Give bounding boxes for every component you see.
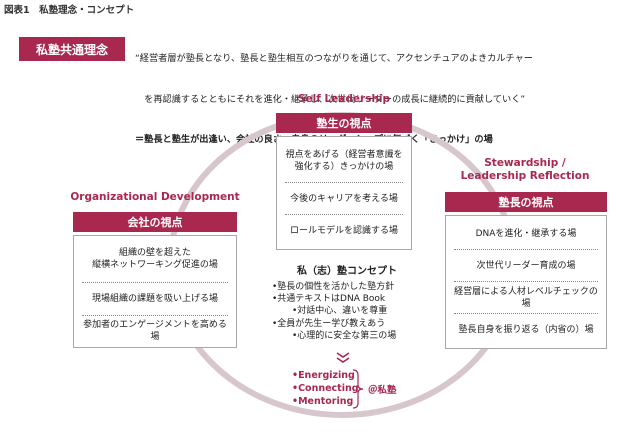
item-text: 次世代リーダー育成の場 bbox=[476, 261, 576, 271]
quote-line: “経営者層が塾長となり、塾長と塾生相互のつながりを通じて、アクセンチュアのよきカ… bbox=[135, 53, 533, 64]
list-item: 視点をあげる（経営者意識を 強化する）きっかけの場 bbox=[285, 145, 403, 177]
concept-item: •心理的に安全な第三の場 bbox=[292, 330, 397, 341]
list-item: 今後のキャリアを考える場 bbox=[285, 189, 403, 209]
divider bbox=[82, 315, 228, 316]
list-item: DNAを進化・継承する場 bbox=[454, 224, 598, 244]
student-perspective-title: Self Leadership bbox=[297, 93, 391, 105]
figure-title: 図表1 私塾理念・コンセプト bbox=[4, 5, 135, 16]
item-text: 組織の壁を超えた bbox=[118, 248, 191, 258]
list-item: 塾長自身を振り返る（内省の）場 bbox=[454, 320, 598, 340]
list-item: ロールモデルを認識する場 bbox=[285, 221, 403, 241]
concept-title: 私（志）塾コンセプト bbox=[297, 266, 397, 277]
company-perspective-title: Organizational Development bbox=[70, 191, 240, 203]
leader-perspective-box: DNAを進化・継承する場 次世代リーダー育成の場 経営層による人材レベルチェック… bbox=[445, 215, 607, 349]
student-perspective-header: 塾生の視点 bbox=[276, 113, 412, 133]
item-text: 縦横ネットワーキング促進の場 bbox=[92, 260, 218, 270]
leader-perspective-title: Stewardship / Leadership Reflection bbox=[440, 157, 610, 183]
item-text: ロールモデルを認識する場 bbox=[289, 226, 398, 236]
concept-item: •対話中心、違いを尊重 bbox=[292, 306, 388, 317]
concept-item: •全員が先生ー学び教えあう bbox=[272, 318, 386, 329]
student-perspective-box: 視点をあげる（経営者意識を 強化する）きっかけの場 今後のキャリアを考える場 ロ… bbox=[276, 136, 412, 250]
item-text: 視点をあげる（経営者意識を bbox=[285, 150, 403, 160]
item-text: 塾長自身を振り返る（内省の）場 bbox=[458, 325, 594, 335]
quote-line: を再認識するとともにそれを進化・継承し、次世代リーダーの成長に継続的に貢献してい… bbox=[135, 93, 526, 105]
concept-item: •塾長の個性を活かした塾方針 bbox=[272, 282, 395, 292]
keyword-item: •Mentoring bbox=[292, 396, 354, 407]
philosophy-badge: 私塾共通理念 bbox=[19, 37, 125, 61]
divider bbox=[454, 313, 598, 314]
list-item: 次世代リーダー育成の場 bbox=[454, 256, 598, 276]
item-text: 今後のキャリアを考える場 bbox=[290, 194, 398, 204]
item-text: 強化する）きっかけの場 bbox=[294, 162, 394, 172]
list-item: 参加者のエンゲージメントを高める場 bbox=[82, 320, 228, 342]
keyword-list: •Energizing •Connecting •Mentoring bbox=[292, 369, 359, 408]
divider bbox=[454, 281, 598, 282]
divider bbox=[82, 282, 228, 283]
company-perspective-box: 組織の壁を超えた 縦横ネットワーキング促進の場 現場組織の課題を吸い上げる場 参… bbox=[73, 235, 237, 348]
item-text: 参加者のエンゲージメントを高める場 bbox=[83, 320, 227, 342]
divider bbox=[285, 182, 403, 183]
company-perspective-header: 会社の視点 bbox=[73, 212, 237, 232]
at-shijuku-label: ＠私塾 bbox=[368, 385, 397, 396]
list-item: 組織の壁を超えた 縦横ネットワーキング促進の場 bbox=[82, 243, 228, 275]
divider bbox=[285, 214, 403, 215]
item-text: 現場組織の課題を吸い上げる場 bbox=[91, 294, 218, 304]
double-chevron-down-icon bbox=[336, 352, 350, 363]
list-item: 経営層による人材レベルチェックの場 bbox=[454, 287, 598, 309]
title-line: Stewardship / bbox=[484, 157, 566, 169]
concept-block: 私（志）塾コンセプト •塾長の個性を活かした塾方針 •共通テキストはDNA Bo… bbox=[272, 262, 422, 342]
list-item: 現場組織の課題を吸い上げる場 bbox=[82, 289, 228, 309]
keyword-item: •Energizing bbox=[292, 370, 355, 381]
title-line: Leadership Reflection bbox=[460, 170, 590, 182]
keyword-item: •Connecting bbox=[292, 383, 359, 394]
item-text: 経営層による人材レベルチェックの場 bbox=[454, 287, 598, 309]
leader-perspective-header: 塾長の視点 bbox=[445, 192, 607, 212]
divider bbox=[454, 249, 598, 250]
item-text: DNAを進化・継承する場 bbox=[475, 229, 577, 239]
right-brace-icon bbox=[352, 369, 364, 409]
concept-item: •共通テキストはDNA Book bbox=[272, 294, 386, 305]
